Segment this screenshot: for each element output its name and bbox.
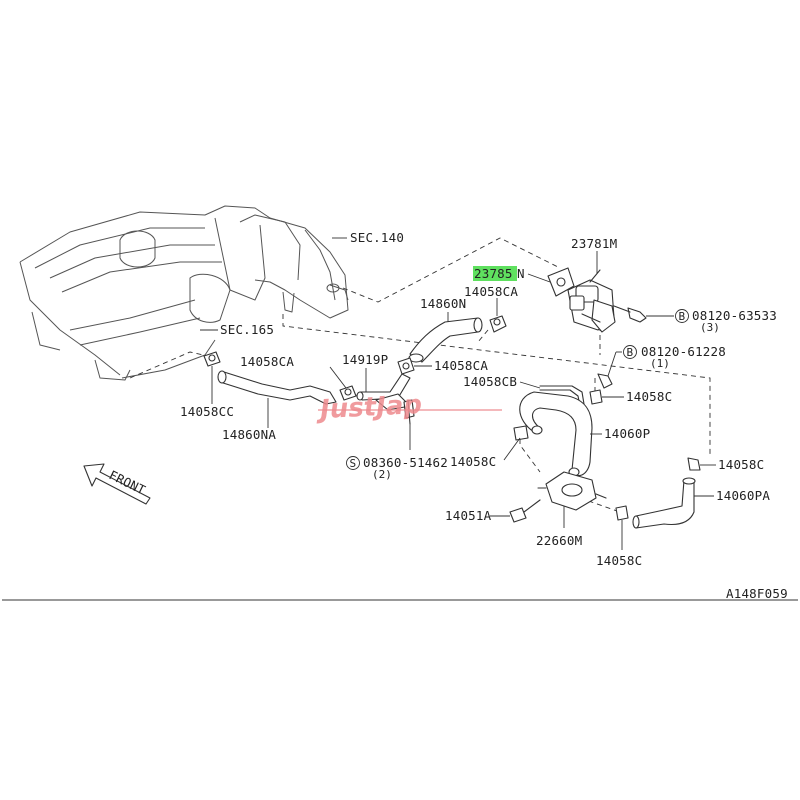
- 14058ca-left-leader: [329, 366, 347, 389]
- sec140-label: SEC.140: [350, 230, 404, 245]
- 08360-51462-qty: (2): [372, 468, 392, 481]
- 23785-suffix-label: N: [517, 266, 525, 281]
- 23785-label: 23785: [474, 266, 513, 281]
- 23785-highlight: [473, 266, 517, 281]
- 14058c-d-label: 14058C: [596, 553, 642, 568]
- 14058ca-mid-label: 14058CA: [434, 358, 488, 373]
- 08120-61228-qty: (1): [650, 357, 670, 370]
- s-circle: [346, 456, 360, 470]
- engine-outline: [19, 205, 349, 381]
- 08120-63533-label: 08120-63533: [692, 308, 777, 323]
- bolt-14051a: [509, 499, 541, 523]
- 08120-61228-label: 08120-61228: [641, 344, 726, 359]
- clip-14058c-b: [513, 425, 529, 441]
- 14060pa-label: 14060PA: [716, 488, 770, 503]
- 22660m-label: 22660M: [536, 533, 582, 548]
- 14058c-c-label: 14058C: [718, 457, 764, 472]
- clamp-14058ca-mid: [397, 357, 415, 375]
- clip-14058c-d: [615, 505, 629, 521]
- 08120-61228-leader: [607, 351, 617, 377]
- hose-14060pa: [632, 477, 696, 529]
- hose-14860na: [217, 370, 337, 405]
- 14058cb-leader: [519, 381, 541, 389]
- 14058cc-label: 14058CC: [180, 404, 234, 419]
- bolt-08120-63533: [613, 305, 647, 323]
- gasket-23785n: [547, 267, 575, 297]
- 08360-51462-label: 08360-51462: [363, 455, 448, 470]
- clip-14058c-a: [589, 389, 603, 405]
- 23781m-label: 23781M: [571, 236, 617, 251]
- hose-14060p: [519, 391, 593, 477]
- 14919p-label: 14919P: [342, 352, 388, 367]
- 14058ca-top-label: 14058CA: [464, 284, 518, 299]
- 14058cb-label: 14058CB: [463, 374, 517, 389]
- 14058c-b-label: 14058C: [450, 454, 496, 469]
- pipe-14919p: [356, 373, 411, 401]
- b-circle-1: [675, 309, 689, 323]
- 14860na-label: 14860NA: [222, 427, 276, 442]
- s-symbol: S: [350, 457, 357, 470]
- 14058c-a-label: 14058C: [626, 389, 672, 404]
- 14051a-label: 14051A: [445, 508, 492, 523]
- connection-lines: [129, 237, 711, 513]
- control-valve-22660m: [537, 471, 607, 511]
- watermark-logo: JustJap: [314, 390, 422, 426]
- front-arrow-icon: [83, 463, 151, 505]
- bolt-08120-61228: [597, 373, 613, 389]
- hose-14860n: [408, 317, 483, 363]
- diagram-code: A148F059: [726, 586, 788, 601]
- 08120-63533-qty: (3): [700, 321, 720, 334]
- 23785-leader: [527, 273, 551, 283]
- clamp-14058ca-left: [339, 385, 357, 401]
- sec165-label: SEC.165: [220, 322, 274, 337]
- 14058ca-left-label: 14058CA: [240, 354, 294, 369]
- clamp-14058cc: [203, 351, 221, 367]
- b-symbol-1: B: [679, 310, 686, 323]
- 14060p-label: 14060P: [604, 426, 650, 441]
- b-circle-2: [623, 345, 637, 359]
- clip-14058c-c: [687, 457, 701, 471]
- 14058c-b-leader: [503, 437, 521, 461]
- front-label: FRONT: [107, 467, 149, 498]
- 14860n-label: 14860N: [420, 296, 466, 311]
- clamp-14058ca-top: [489, 315, 507, 333]
- air-valve-23781m: [567, 269, 616, 333]
- b-symbol-2: B: [627, 346, 634, 359]
